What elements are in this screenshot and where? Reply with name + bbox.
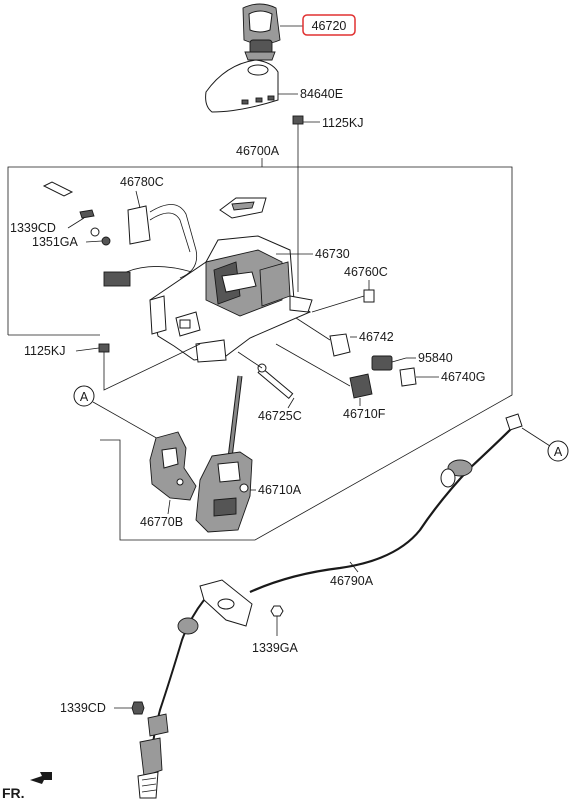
- reference-label-a-right: A: [554, 445, 563, 459]
- shift-cable-46790A: [137, 413, 523, 799]
- label-1339GA: 1339GA: [252, 641, 299, 655]
- leader-46790A: [349, 561, 359, 573]
- leader-1339CD-top: [67, 217, 85, 229]
- label-95840: 95840: [418, 351, 453, 365]
- nut-1339GA: [270, 605, 284, 617]
- knob-boot-cover: [205, 59, 279, 113]
- label-46770B: 46770B: [140, 515, 183, 529]
- leader-46770B: [167, 499, 171, 515]
- arrow-down-left-icon: [30, 772, 52, 784]
- leader-46780C: [135, 190, 141, 209]
- leader-46725C-to-assembly: [237, 351, 263, 369]
- leader-bolt-left-to-assembly: [103, 343, 201, 391]
- interlock-cable: [42, 181, 198, 287]
- nut-1351GA: [90, 227, 111, 246]
- label-46710F: 46710F: [343, 407, 386, 421]
- label-1125KJ-left: 1125KJ: [24, 344, 65, 358]
- screw-1339CD-bottom: [131, 701, 145, 715]
- clip-46760C: [363, 289, 375, 303]
- label-46760C: 46760C: [344, 265, 388, 279]
- assembly-outline: [7, 166, 513, 541]
- shift-knob: [242, 3, 281, 61]
- leader-ref-a-right: [521, 427, 551, 447]
- highlight-box-46720: [302, 14, 356, 36]
- shift-lever-assembly: [149, 197, 313, 363]
- leader-ref-a-left: [92, 401, 161, 441]
- label-1339CD-bottom: 1339CD: [60, 701, 106, 715]
- leader-46742-to-assembly: [295, 317, 331, 341]
- screw-1339CD-top: [79, 209, 95, 219]
- pin-46725C: [257, 363, 294, 400]
- leader-1125KJ-left: [75, 347, 100, 352]
- reference-circle-a-right: [547, 440, 569, 462]
- leader-1351GA: [85, 240, 103, 243]
- label-46710A: 46710A: [258, 483, 302, 497]
- clip-46740G: [399, 367, 417, 387]
- front-direction-label: FR.: [2, 785, 25, 800]
- label-1339CD-top: 1339CD: [10, 221, 56, 235]
- label-46720: 46720: [312, 19, 347, 33]
- leader-46710F-to-assembly: [275, 343, 351, 387]
- bracket-46742: [329, 333, 351, 357]
- shift-lever-46710A: [195, 375, 253, 533]
- leader-46725C: [287, 397, 295, 409]
- label-1125KJ-top: 1125KJ: [322, 116, 363, 130]
- label-46780C: 46780C: [120, 175, 164, 189]
- label-46790A: 46790A: [330, 574, 374, 588]
- label-1351GA: 1351GA: [32, 235, 79, 249]
- leader-46760C-to-assembly: [311, 295, 365, 313]
- bracket-46710F: [349, 373, 373, 399]
- label-46742: 46742: [359, 330, 394, 344]
- label-46725C: 46725C: [258, 409, 302, 423]
- bolt-top: [292, 115, 304, 134]
- label-84640E: 84640E: [300, 87, 343, 101]
- bracket-46770B: [149, 431, 197, 501]
- switch-95840: [371, 355, 407, 371]
- reference-label-a-left: A: [80, 390, 89, 404]
- label-46730: 46730: [315, 247, 350, 261]
- label-46700A: 46700A: [236, 144, 280, 158]
- label-46740G: 46740G: [441, 370, 485, 384]
- bolt-left: [98, 343, 110, 362]
- reference-circle-a-left: [73, 385, 95, 407]
